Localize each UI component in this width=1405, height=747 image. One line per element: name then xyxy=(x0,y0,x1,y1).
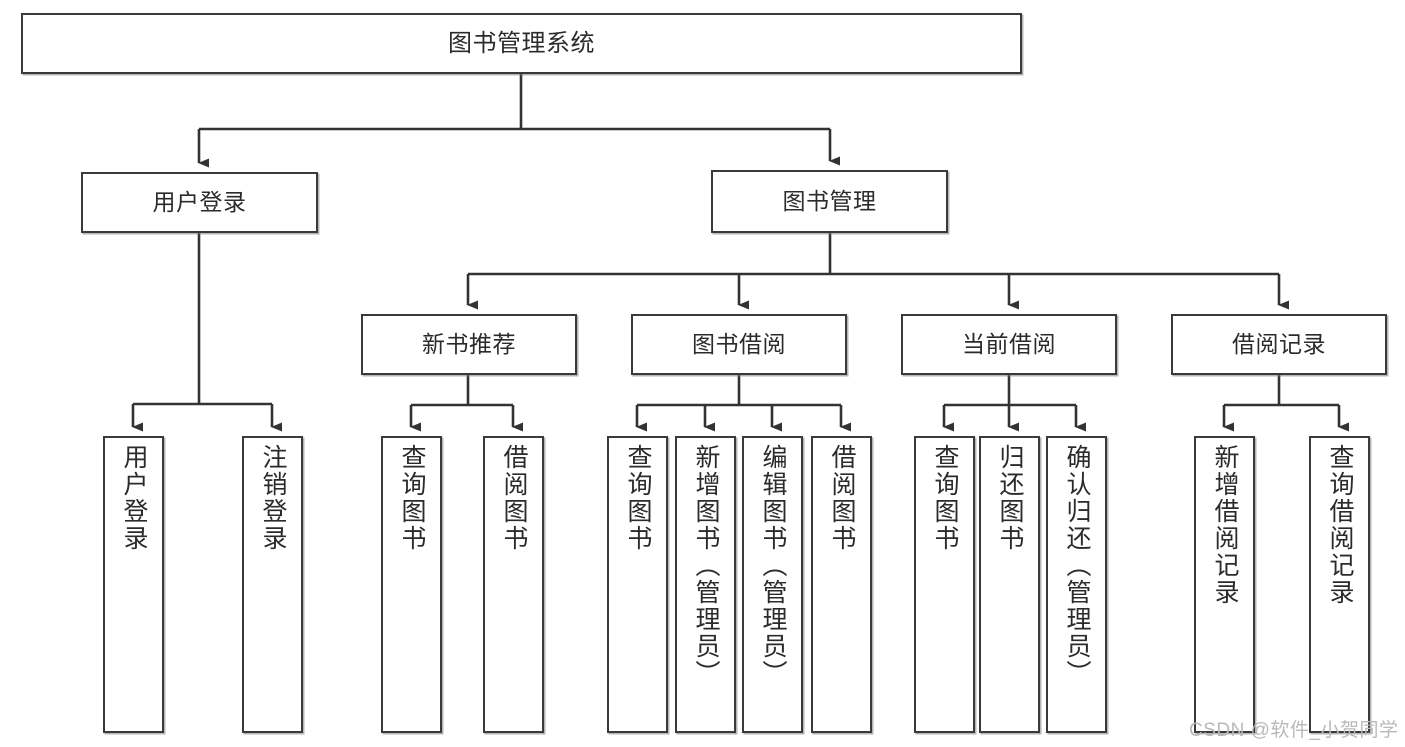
node-book-management[interactable]: 图书管理 xyxy=(711,170,948,233)
leaf-add-book-admin[interactable]: 新增图书（管理员） xyxy=(675,436,736,733)
node-label: 归还图书 xyxy=(996,444,1024,552)
node-label: 查询图书 xyxy=(931,444,959,552)
node-root-book-management-system[interactable]: 图书管理系统 xyxy=(21,13,1022,74)
leaf-query-book-borrow[interactable]: 查询图书 xyxy=(607,436,668,733)
node-user-login[interactable]: 用户登录 xyxy=(81,172,318,233)
node-label: 查询图书 xyxy=(398,444,426,552)
leaf-add-borrow-record[interactable]: 新增借阅记录 xyxy=(1194,436,1255,733)
node-new-book-recommend[interactable]: 新书推荐 xyxy=(361,314,577,375)
node-label: 当前借阅 xyxy=(962,331,1056,358)
node-label: 借阅图书 xyxy=(500,444,528,552)
csdn-watermark: CSDN @软件_小贺同学 xyxy=(1189,720,1399,741)
node-label: 借阅图书 xyxy=(828,444,856,552)
node-borrow-record[interactable]: 借阅记录 xyxy=(1171,314,1387,375)
leaf-return-book[interactable]: 归还图书 xyxy=(979,436,1040,733)
node-label: 查询借阅记录 xyxy=(1326,444,1354,606)
node-label: 借阅记录 xyxy=(1232,331,1326,358)
node-label: 新增图书（管理员） xyxy=(692,444,720,687)
node-label: 新书推荐 xyxy=(422,331,516,358)
leaf-borrow-book[interactable]: 借阅图书 xyxy=(811,436,872,733)
leaf-query-book-current[interactable]: 查询图书 xyxy=(914,436,975,733)
node-label: 注销登录 xyxy=(259,444,287,552)
leaf-edit-book-admin[interactable]: 编辑图书（管理员） xyxy=(742,436,803,733)
node-label: 图书管理系统 xyxy=(448,29,595,57)
node-label: 确认归还（管理员） xyxy=(1063,444,1091,687)
leaf-query-borrow-record[interactable]: 查询借阅记录 xyxy=(1309,436,1370,733)
leaf-user-login[interactable]: 用户登录 xyxy=(103,436,164,733)
node-label: 用户登录 xyxy=(152,189,247,216)
node-label: 新增借阅记录 xyxy=(1211,444,1239,606)
leaf-logout-login[interactable]: 注销登录 xyxy=(242,436,303,733)
leaf-confirm-return-admin[interactable]: 确认归还（管理员） xyxy=(1046,436,1107,733)
node-book-borrow[interactable]: 图书借阅 xyxy=(631,314,847,375)
node-label: 图书借阅 xyxy=(692,331,786,358)
leaf-query-book-recommend[interactable]: 查询图书 xyxy=(381,436,442,733)
node-label: 图书管理 xyxy=(782,188,877,215)
node-label: 编辑图书（管理员） xyxy=(759,444,787,687)
node-current-borrow[interactable]: 当前借阅 xyxy=(901,314,1117,375)
node-label: 查询图书 xyxy=(624,444,652,552)
leaf-borrow-book-recommend[interactable]: 借阅图书 xyxy=(483,436,544,733)
node-label: 用户登录 xyxy=(120,444,148,552)
